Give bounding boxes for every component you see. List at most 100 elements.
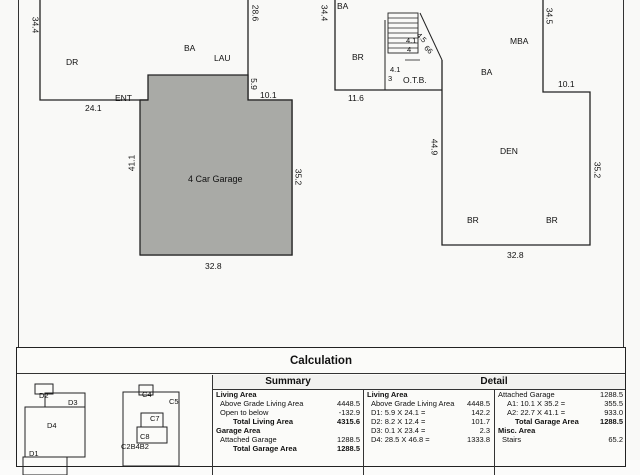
sketch-label-d1: D1 (29, 449, 39, 458)
right-plan-left-wall (334, 0, 442, 91)
dim-11-6: 11.6 (348, 93, 364, 103)
row-value: 1288.5 (600, 390, 623, 399)
sketch-thumbnail: D2 D3 D4 D1 C4 C5 C7 C2B4B2 C8 (19, 375, 211, 475)
room-label-otb: O.T.B. (403, 75, 427, 85)
sketch-label-c7: C7 (150, 414, 160, 423)
floor-plan-drawing (39, 0, 591, 256)
row-value: -132.9 (338, 408, 360, 417)
row-label: D2: 8.2 X 12.4 = (371, 417, 426, 426)
room-label-garage: 4 Car Garage (188, 174, 243, 184)
row-value: 101.7 (471, 417, 490, 426)
row-value: 142.2 (471, 408, 490, 417)
row-value: 2.3 (479, 426, 490, 435)
table-row: Above Grade Living Area 4448.5 (213, 399, 363, 408)
room-label-ba-mid: BA (481, 67, 493, 77)
room-label-den: DEN (500, 146, 518, 156)
dim-35-2-left: 35.2 (293, 168, 304, 186)
sketch-label-c2b4b2: C2B4B2 (121, 442, 149, 451)
room-label-ba-top: BA (337, 1, 349, 11)
dim-10-1-left: 10.1 (260, 90, 277, 100)
row-label: Total Garage Area (515, 417, 579, 426)
row-label: Open to below (220, 408, 269, 417)
row-value: 4448.5 (467, 399, 490, 408)
room-label-br-right: BR (546, 215, 558, 225)
table-row: Attached Garage 1288.5 (213, 435, 363, 444)
calculation-title: Calculation (290, 355, 352, 367)
dim-5-9: 5.9 (248, 78, 259, 90)
calculation-box: Calculation D2 D3 D4 D1 C4 C (16, 347, 626, 475)
table-row: Misc. Area (495, 426, 626, 435)
room-label-lau: LAU (214, 53, 231, 63)
dim-32-8-left: 32.8 (205, 261, 222, 271)
dim-41-1: 41.1 (126, 154, 137, 172)
table-row: Total Garage Area 1288.5 (495, 417, 626, 426)
row-value: 933.0 (604, 408, 623, 417)
stair-label-4: 4 (407, 45, 412, 54)
floor-plan-page: DR BA LAU ENT 4 Car Garage 34.4 28.6 24.… (16, 0, 626, 475)
row-label: Above Grade Living Area (371, 399, 455, 408)
table-row: Garage Area (213, 426, 363, 435)
sheet-border (18, 0, 624, 458)
otb-right (419, 12, 443, 61)
row-label: Above Grade Living Area (220, 399, 304, 408)
dim-34-5: 34.5 (544, 7, 555, 25)
row-value: 1333.8 (467, 435, 490, 444)
dim-35-2-right: 35.2 (592, 161, 603, 179)
sketch-label-d3: D3 (68, 398, 78, 407)
table-row: D4: 28.5 X 46.8 =1333.8 (363, 435, 493, 444)
dim-24-1: 24.1 (85, 103, 102, 113)
row-value: 65.2 (608, 435, 623, 444)
table-row: Attached Garage 1288.5 (495, 390, 626, 399)
row-value: 4448.5 (337, 399, 360, 408)
summary-header: Summary (213, 375, 363, 390)
garage-area (139, 74, 293, 256)
table-row: Living Area (363, 390, 493, 399)
row-label: Total Garage Area (233, 444, 297, 453)
row-value: 1288.5 (600, 417, 623, 426)
right-plan-main-outline (441, 0, 591, 246)
room-label-ent: ENT (115, 93, 132, 103)
stair-label-4-1-low: 4.1 (390, 65, 401, 74)
row-label: D1: 5.9 X 24.1 = (371, 408, 426, 417)
row-value: 355.5 (604, 399, 623, 408)
dim-34-4-right: 34.4 (319, 4, 330, 22)
row-label: Total Living Area (233, 417, 294, 426)
dim-44-9: 44.9 (429, 138, 440, 156)
table-row: Above Grade Living Area 4448.5 (363, 399, 493, 408)
room-label-mba: MBA (510, 36, 529, 46)
row-label: A2: 22.7 X 41.1 = (507, 408, 566, 417)
row-label: Attached Garage (498, 390, 555, 399)
row-value: 1288.5 (337, 435, 360, 444)
table-row: A1: 10.1 X 35.2 =355.5 (495, 399, 626, 408)
room-label-br-top: BR (352, 52, 364, 62)
table-row: Total Garage Area 1288.5 (213, 444, 363, 453)
sketch-label-c4: C4 (142, 390, 152, 399)
row-value: 4315.6 (337, 417, 360, 426)
detail-header: Detail (363, 375, 625, 390)
row-label: Garage Area (216, 426, 261, 435)
stair-label-3: 3 (388, 74, 393, 83)
table-row: Living Area (213, 390, 363, 399)
sketch-label-c5: C5 (169, 397, 179, 406)
dim-32-8-right: 32.8 (507, 250, 524, 260)
table-row: A2: 22.7 X 41.1 = 933.0 (495, 408, 626, 417)
row-label: Misc. Area (498, 426, 536, 435)
table-row: Total Living Area 4315.6 (213, 417, 363, 426)
table-row: Open to below -132.9 (213, 408, 363, 417)
row-value: 1288.5 (337, 444, 360, 453)
table-row: D3: 0.1 X 23.4 = 2.3 (363, 426, 493, 435)
sketch-label-c8: C8 (140, 432, 150, 441)
table-row: D2: 8.2 X 12.4 = 101.7 (363, 417, 493, 426)
dim-28-6: 28.6 (250, 4, 261, 22)
row-label: D3: 0.1 X 23.4 = (371, 426, 426, 435)
row-label: Attached Garage (220, 435, 277, 444)
room-label-ba: BA (184, 43, 196, 53)
room-label-br-left: BR (467, 215, 479, 225)
dim-34-4-left: 34.4 (30, 16, 41, 34)
dim-10-1-right: 10.1 (558, 79, 575, 89)
